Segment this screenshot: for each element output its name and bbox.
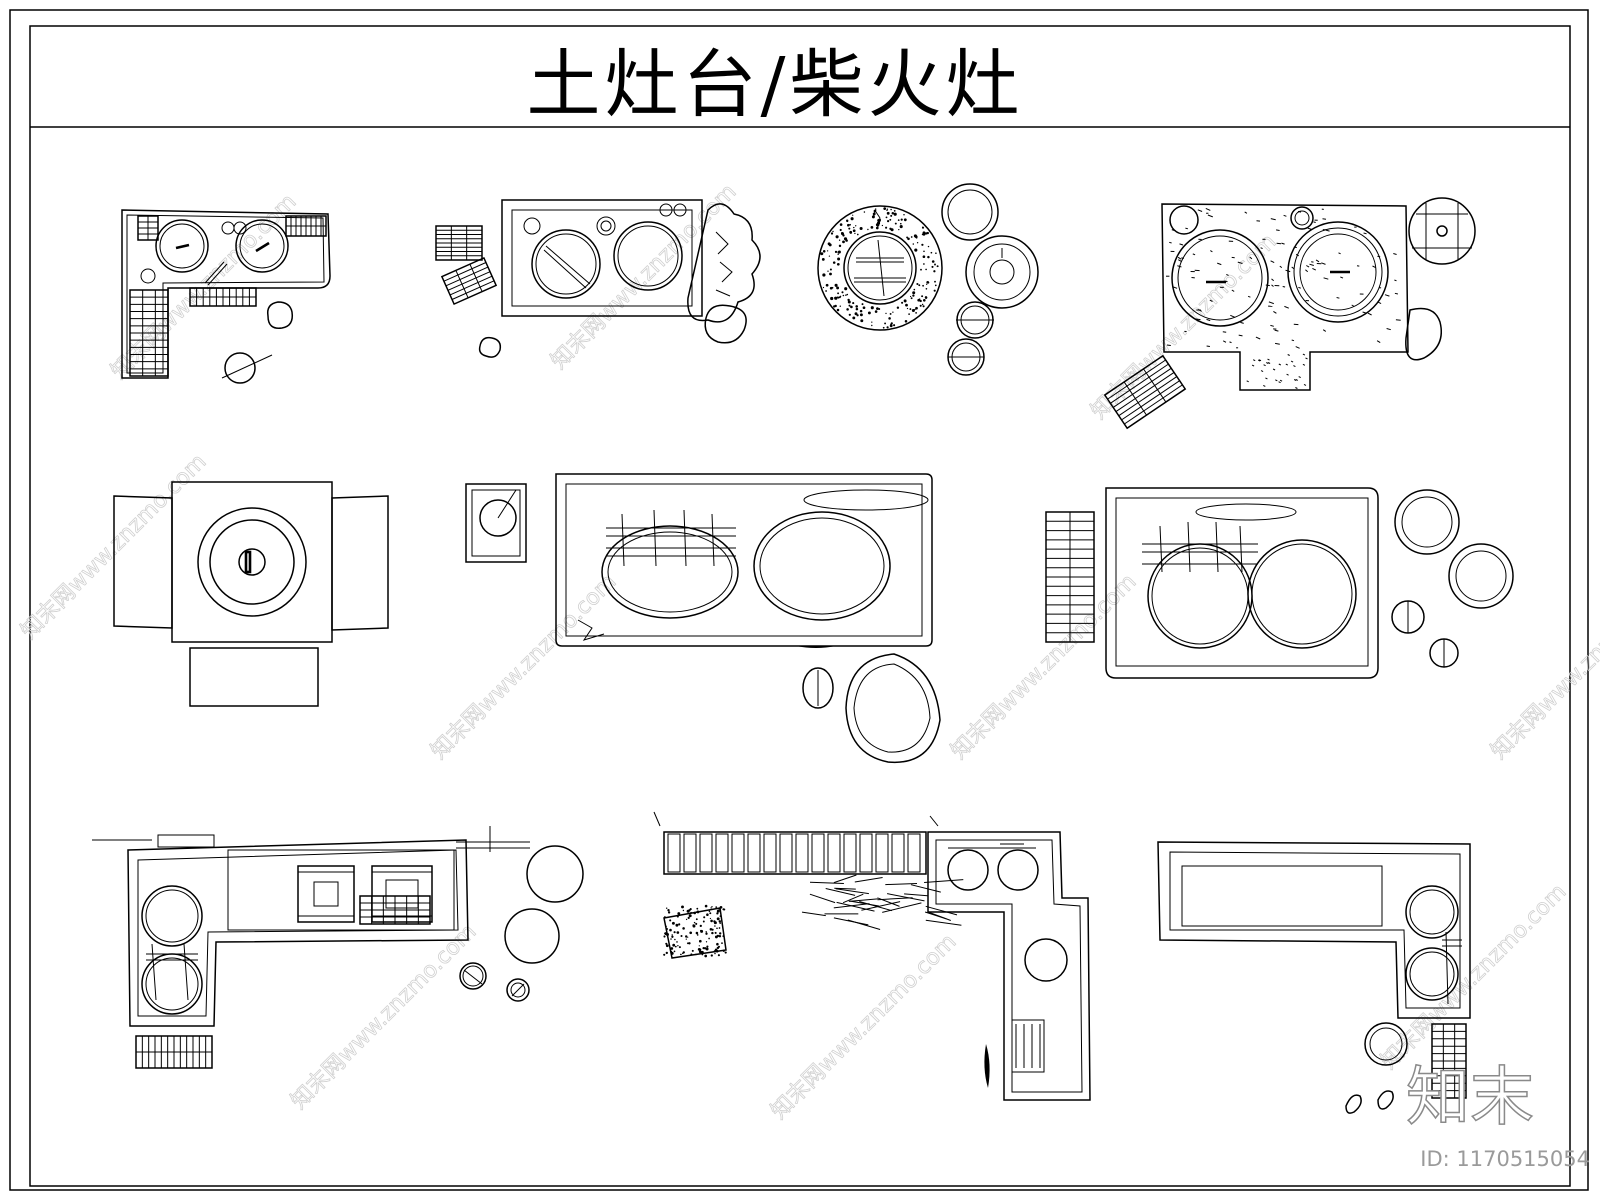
diagonal-watermark-text: 知末网www.znzmo.com	[1087, 229, 1282, 424]
watermark-logo: 知末	[1406, 1066, 1534, 1130]
round-stone-firepit-with-plates	[818, 184, 1038, 375]
watermark-id: ID: 1170515054	[1420, 1146, 1590, 1172]
diagonal-watermark-text: 知末网www.znzmo.com	[547, 179, 742, 374]
two-pot-stove-with-tub-and-firewood	[1105, 198, 1475, 428]
firewood-bundle	[442, 258, 496, 304]
l-shaped-stove-with-firewood	[122, 210, 330, 383]
inner-frame	[30, 26, 1570, 1186]
diagonal-watermark-text: 知末网www.znzmo.com	[427, 569, 622, 764]
diagonal-watermark-text: 知末网www.znzmo.com	[767, 929, 962, 1124]
firewood-bundle	[360, 896, 430, 924]
diagonal-watermark-text: 知末网www.znzmo.com	[947, 569, 1142, 764]
diagonal-watermark: 知末网www.znzmo.com 知末网www.znzmo.com 知末网www.z…	[17, 179, 1600, 1124]
l-shaped-stove-with-fence-and-twigs	[654, 812, 1090, 1100]
firewood-bundle	[138, 216, 158, 240]
firewood-bundle	[436, 226, 482, 260]
diagonal-watermark-text: 知末网www.znzmo.com	[107, 189, 302, 384]
l-shaped-kitchen-stove-with-shelves	[92, 826, 583, 1068]
diagonal-watermark-text: 知末网www.znzmo.com	[287, 919, 482, 1114]
firewood-bundle	[136, 1036, 212, 1068]
long-stove-with-steamer-and-washbasin	[466, 474, 940, 762]
firewood-bundle	[286, 216, 326, 236]
stove-with-steamer-and-plates	[1046, 488, 1513, 678]
page-title: 土灶台/柴火灶	[527, 42, 1024, 128]
